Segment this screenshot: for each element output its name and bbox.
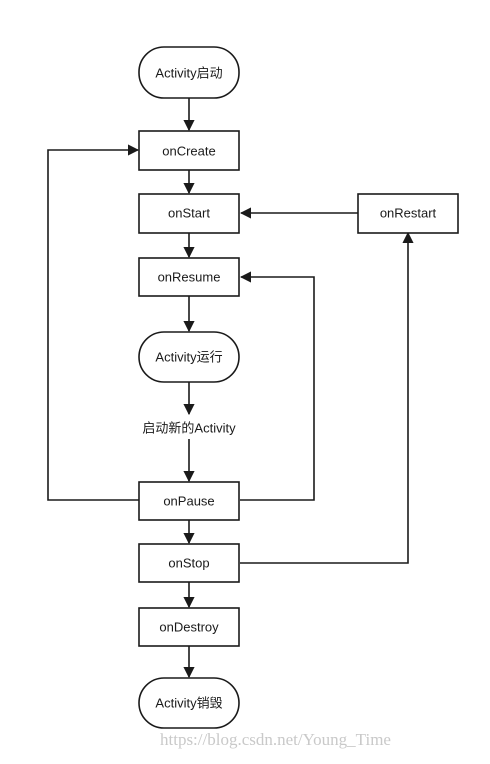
node-onstop-shape [138, 543, 240, 583]
node-activity-destroy-label: Activity销毁 [155, 696, 222, 711]
edge-onpause-to-oncreate [47, 144, 140, 501]
node-onresume-shape [138, 257, 240, 297]
node-onrestart-shape [357, 193, 459, 234]
node-onstart-label: onStart [168, 206, 210, 221]
node-activity-start-shape [138, 46, 240, 99]
node-oncreate-shape [138, 130, 240, 171]
node-onstart: onStart [138, 193, 240, 234]
node-ondestroy: onDestroy [138, 607, 240, 647]
node-ondestroy-label: onDestroy [159, 620, 219, 635]
node-onpause: onPause [138, 481, 240, 521]
node-onrestart: onRestart [357, 193, 459, 234]
node-activity-start: Activity启动 [138, 46, 240, 99]
node-oncreate: onCreate [138, 130, 240, 171]
node-ondestroy-shape [138, 607, 240, 647]
node-oncreate-label: onCreate [162, 144, 215, 159]
node-activity-running-shape [138, 331, 240, 383]
edge-onpause-to-onresume [239, 271, 315, 501]
node-onresume-label: onResume [158, 270, 221, 285]
node-onstop-label: onStop [168, 556, 209, 571]
node-start-new-activity: 启动新的Activity [142, 421, 236, 436]
node-activity-destroy: Activity销毁 [138, 677, 240, 729]
node-onpause-label: onPause [163, 494, 214, 509]
node-activity-start-label: Activity启动 [155, 66, 222, 81]
node-start-new-activity-label: 启动新的Activity [142, 421, 236, 436]
node-activity-running: Activity运行 [138, 331, 240, 383]
node-onrestart-label: onRestart [380, 206, 437, 221]
edge-onstop-to-onrestart [240, 231, 414, 564]
nodes: Activity启动 onCreate onStart onRestart on… [138, 46, 459, 729]
node-onstop: onStop [138, 543, 240, 583]
watermark-text: https://blog.csdn.net/Young_Time [160, 730, 391, 749]
node-activity-destroy-shape [138, 677, 240, 729]
node-activity-running-label: Activity运行 [155, 350, 222, 365]
node-onresume: onResume [138, 257, 240, 297]
edges [47, 98, 414, 679]
node-onpause-shape [138, 481, 240, 521]
node-onstart-shape [138, 193, 240, 234]
